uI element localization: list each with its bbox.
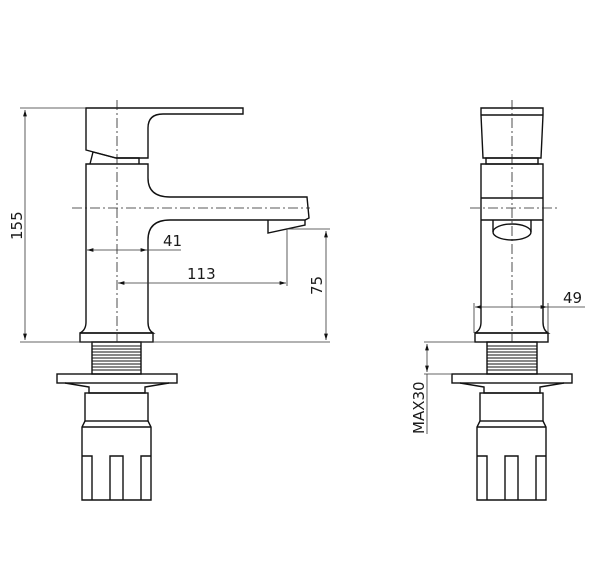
- dim-label-49: 49: [563, 289, 582, 307]
- aerator: [267, 220, 306, 234]
- dim-max30: MAX30: [410, 341, 475, 434]
- dim-overall-height: 155: [8, 107, 330, 343]
- front-connector-body: [476, 420, 547, 501]
- front-fixing-washer: [451, 373, 573, 394]
- dim-label-max30: MAX30: [410, 381, 428, 434]
- dim-label-41: 41: [163, 232, 182, 250]
- fixing-washer: [56, 373, 178, 394]
- front-view: 49 MAX30: [410, 100, 585, 501]
- threaded-shank: [91, 341, 142, 375]
- dim-113: 113: [118, 229, 288, 286]
- dim-label-155: 155: [8, 211, 26, 240]
- base-plate: [79, 332, 154, 343]
- dim-label-75: 75: [308, 276, 326, 295]
- dim-49: 49: [473, 289, 585, 333]
- front-threaded-shank: [486, 341, 538, 375]
- front-fixing-nut: [479, 392, 544, 422]
- front-base-plate: [474, 332, 549, 343]
- dim-41: 41: [87, 232, 182, 252]
- side-view: 155 41 113 75: [8, 100, 330, 501]
- front-body: [474, 163, 551, 343]
- lever-handle: [85, 107, 244, 165]
- dim-75: 75: [287, 228, 330, 340]
- connector-body: [81, 420, 152, 501]
- fixing-nut: [84, 392, 149, 422]
- dim-label-113: 113: [187, 265, 216, 283]
- tap-body: [79, 163, 310, 343]
